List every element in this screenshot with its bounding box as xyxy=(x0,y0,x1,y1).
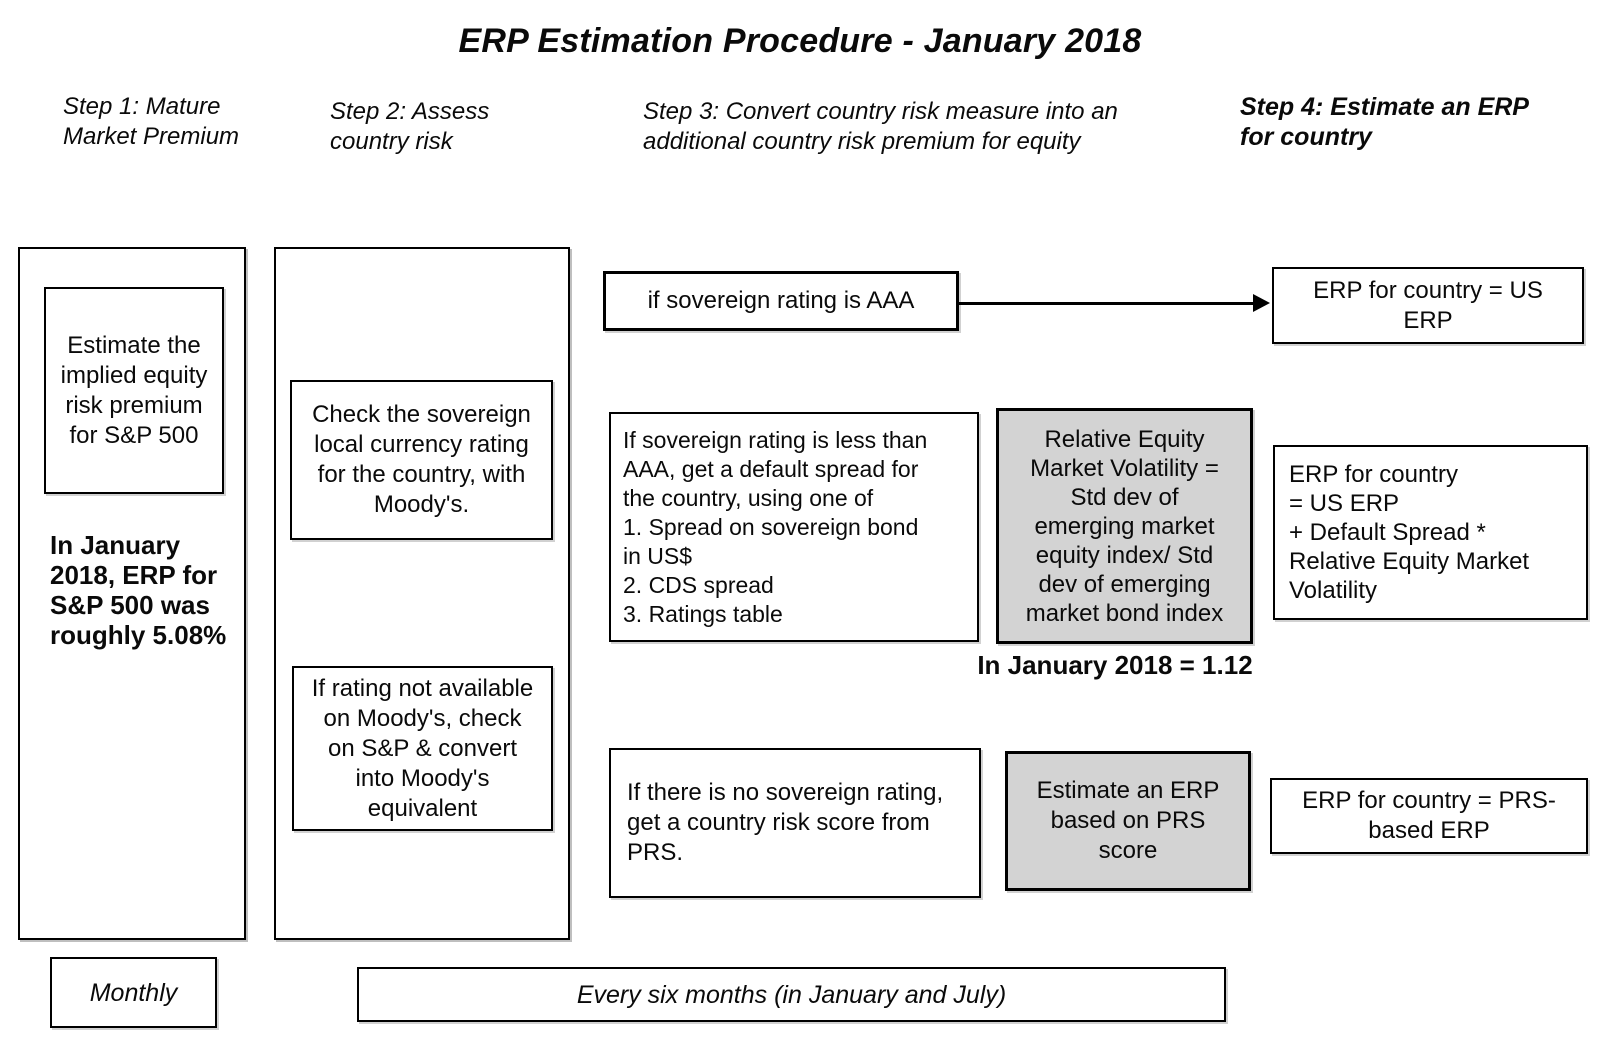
six-month-frequency-box: Every six months (in January and July) xyxy=(357,967,1226,1022)
step4-header: Step 4: Estimate an ERP for country xyxy=(1240,93,1529,151)
less-than-aaa-text: If sovereign rating is less than AAA, ge… xyxy=(623,426,928,627)
step3-header: Step 3: Convert country risk measure int… xyxy=(643,98,1118,155)
volatility-value-note: In January 2018 = 1.12 xyxy=(977,650,1253,680)
no-sovereign-rating-text: If there is no sovereign rating, get a c… xyxy=(627,779,944,866)
prs-erp-result-box: ERP for country = PRS- based ERP xyxy=(1270,778,1588,854)
sp-convert-box: If rating not available on Moody's, chec… xyxy=(292,666,553,831)
aaa-to-us-erp-arrow-head xyxy=(1253,294,1270,312)
sovereign-rating-aaa-box: if sovereign rating is AAA xyxy=(603,271,959,331)
step2-column-box xyxy=(274,247,570,940)
prs-erp-result-text: ERP for country = PRS- based ERP xyxy=(1302,787,1556,844)
estimate-implied-erp-box: Estimate the implied equity risk premium… xyxy=(44,287,224,494)
monthly-frequency-text: Monthly xyxy=(89,978,178,1007)
prs-estimate-text: Estimate an ERP based on PRS score xyxy=(1036,777,1220,864)
erp-formula-box: ERP for country = US ERP + Default Sprea… xyxy=(1273,445,1588,620)
sovereign-rating-aaa-text: if sovereign rating is AAA xyxy=(647,287,915,314)
relative-volatility-text: Relative Equity Market Volatility = Std … xyxy=(1025,425,1224,627)
relative-volatility-box: Relative Equity Market Volatility = Std … xyxy=(996,408,1253,644)
prs-estimate-box: Estimate an ERP based on PRS score xyxy=(1005,751,1251,891)
six-month-frequency-text: Every six months (in January and July) xyxy=(576,980,1007,1009)
diagram-title: ERP Estimation Procedure - January 2018 xyxy=(458,22,1142,60)
less-than-aaa-box: If sovereign rating is less than AAA, ge… xyxy=(609,412,979,642)
monthly-frequency-box: Monthly xyxy=(50,957,217,1028)
estimate-implied-erp-text: Estimate the implied equity risk premium… xyxy=(60,331,208,449)
check-moodys-rating-box: Check the sovereign local currency ratin… xyxy=(290,380,553,540)
step2-header: Step 2: Assess country risk xyxy=(330,98,490,155)
us-erp-result-text: ERP for country = US ERP xyxy=(1313,276,1543,334)
erp-formula-text: ERP for country = US ERP + Default Sprea… xyxy=(1289,461,1530,604)
us-erp-result-box: ERP for country = US ERP xyxy=(1272,267,1584,344)
step1-header: Step 1: Mature Market Premium xyxy=(63,93,240,150)
aaa-to-us-erp-arrow-line xyxy=(959,302,1255,305)
check-moodys-rating-text: Check the sovereign local currency ratin… xyxy=(312,401,531,518)
sp-convert-text: If rating not available on Moody's, chec… xyxy=(311,674,534,822)
sp500-erp-note: In January 2018, ERP for S&P 500 was rou… xyxy=(50,530,227,650)
no-sovereign-rating-box: If there is no sovereign rating, get a c… xyxy=(609,748,981,898)
